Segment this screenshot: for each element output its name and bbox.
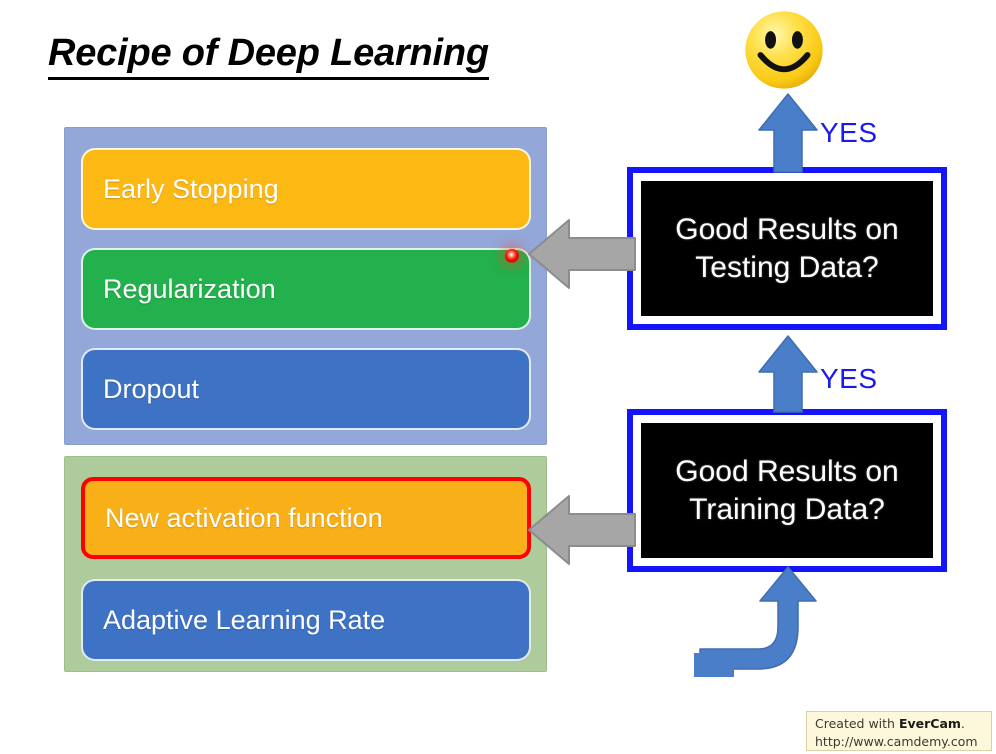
- label-yes-testing: YES: [820, 117, 878, 148]
- page-title: Recipe of Deep Learning: [48, 33, 489, 80]
- method-box-new-activation-function[interactable]: New activation function: [81, 477, 531, 559]
- method-box-dropout[interactable]: Dropout: [81, 348, 531, 430]
- arrow-left-testing-to-methods-icon: [528, 219, 636, 289]
- evercam-watermark: Created with EverCam. http://www.camdemy…: [806, 711, 992, 751]
- testing-methods-panel: Early Stopping Regularization Dropout: [64, 127, 547, 445]
- arrow-up-training-to-testing-icon: [758, 335, 818, 413]
- method-box-label: Early Stopping: [103, 173, 279, 204]
- arrow-left-training-to-methods-icon: [528, 495, 636, 565]
- method-box-regularization[interactable]: Regularization: [81, 248, 531, 330]
- decision-box-line1: Good Results on: [675, 455, 899, 488]
- method-box-adaptive-learning-rate[interactable]: Adaptive Learning Rate: [81, 579, 531, 661]
- method-box-label: Adaptive Learning Rate: [103, 604, 386, 635]
- decision-box-inner: Good Results on Testing Data?: [641, 181, 933, 316]
- watermark-line1: Created with EverCam.: [815, 715, 985, 733]
- decision-box-testing-data[interactable]: Good Results on Testing Data?: [627, 167, 947, 330]
- laser-pointer-dot-icon: [505, 249, 519, 263]
- decision-box-training-data[interactable]: Good Results on Training Data?: [627, 409, 947, 572]
- decision-box-line2: Testing Data?: [695, 250, 879, 284]
- decision-box-line2: Training Data?: [689, 492, 885, 526]
- arrow-curved-entry-to-training-icon: [694, 566, 817, 677]
- watermark-url: http://www.camdemy.com: [815, 734, 978, 750]
- label-yes-training: YES: [820, 363, 878, 394]
- watermark-prefix: Created with: [815, 716, 899, 731]
- method-box-label: New activation function: [105, 502, 383, 533]
- smiley-face-icon: [745, 11, 823, 89]
- method-box-early-stopping[interactable]: Early Stopping: [81, 148, 531, 230]
- method-box-label: Regularization: [103, 273, 276, 304]
- watermark-brand: EverCam: [898, 716, 961, 731]
- watermark-suffix: .: [960, 716, 965, 731]
- decision-box-inner: Good Results on Training Data?: [641, 423, 933, 558]
- arrow-up-testing-to-smiley-icon: [758, 93, 818, 173]
- decision-box-line1: Good Results on: [675, 213, 899, 246]
- method-box-label: Dropout: [103, 373, 200, 404]
- training-methods-panel: New activation function Adaptive Learnin…: [64, 456, 547, 672]
